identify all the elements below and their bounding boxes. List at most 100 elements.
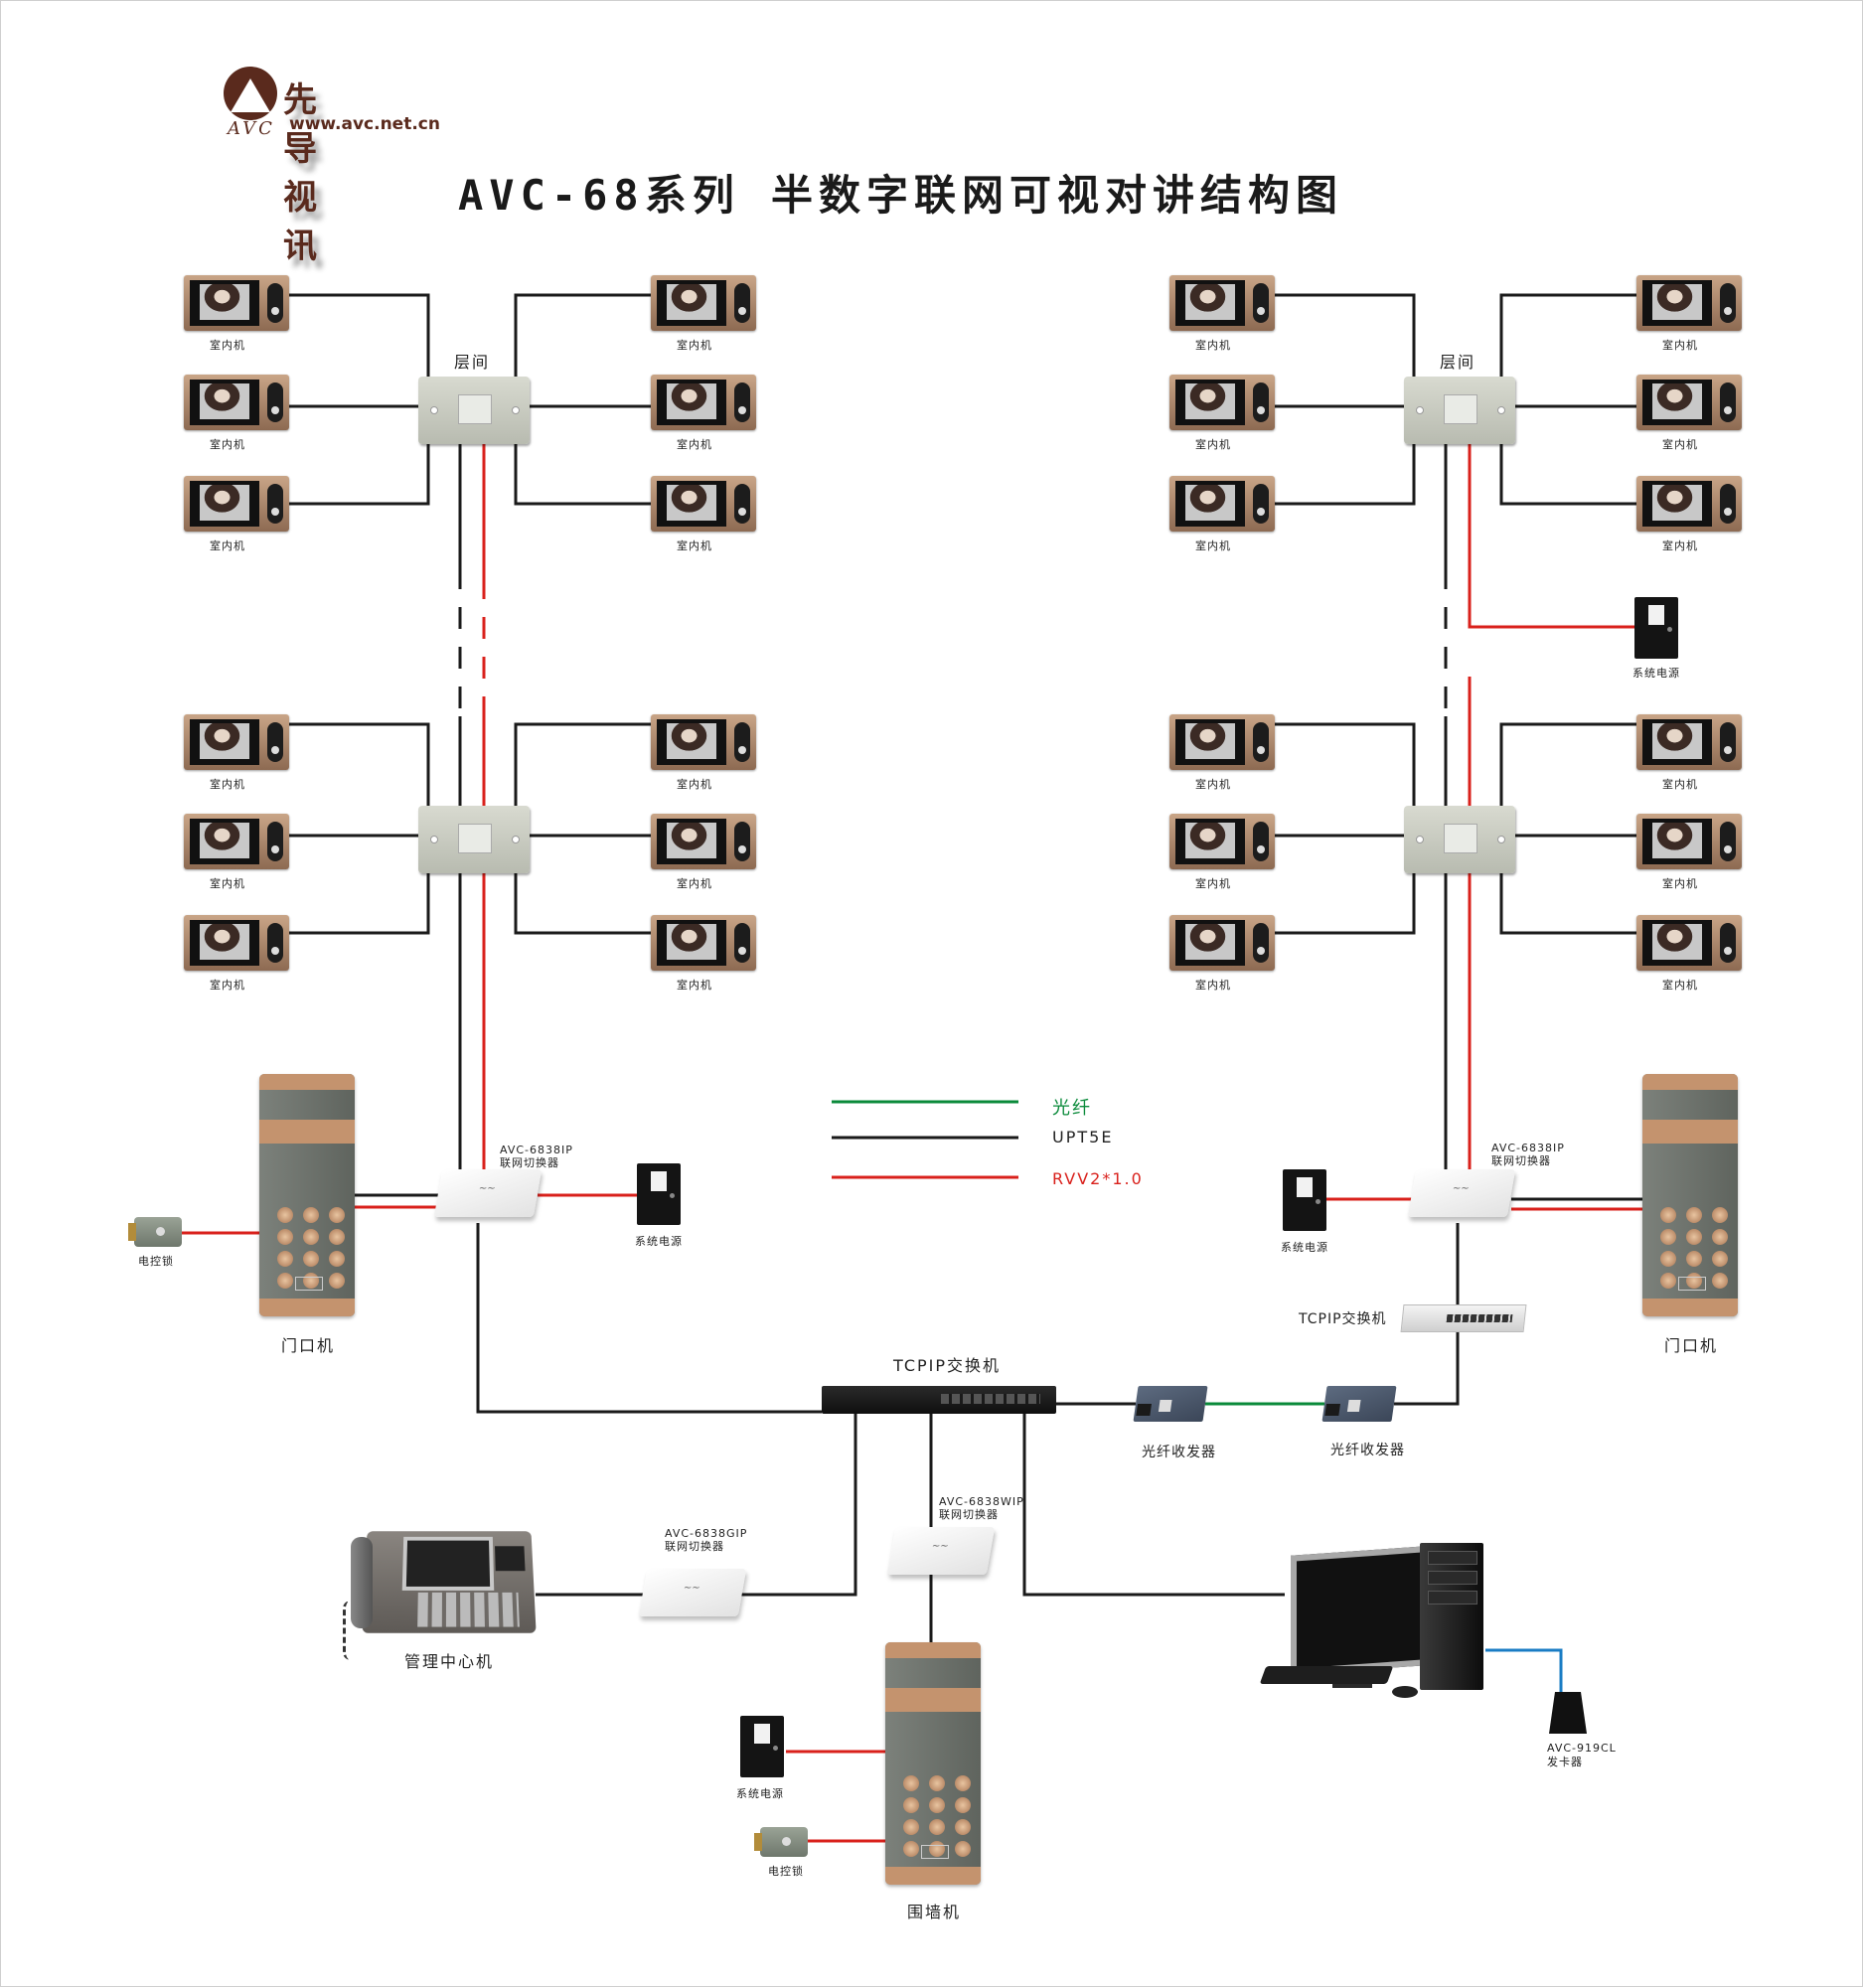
switcher-name: 联网切换器 — [665, 1540, 724, 1553]
indoor-unit — [184, 375, 289, 430]
floor-distributor — [1404, 806, 1515, 873]
floor-distributor — [418, 806, 530, 873]
switcher-label: AVC-6838WIP 联网切换器 — [939, 1495, 1024, 1521]
switcher-label: AVC-6838IP 联网切换器 — [1491, 1142, 1565, 1167]
indoor-unit-label: 室内机 — [677, 778, 712, 791]
indoor-unit — [651, 476, 756, 532]
indoor-unit — [184, 814, 289, 869]
indoor-unit — [651, 915, 756, 971]
logo-url: www.avc.net.cn — [289, 114, 440, 134]
floor-wire — [1275, 873, 1416, 935]
door-station — [1642, 1074, 1738, 1316]
switcher-model: AVC-6838IP — [1491, 1142, 1565, 1154]
floor-distributor — [418, 377, 530, 444]
door-station-label: 门口机 — [1664, 1336, 1719, 1355]
indoor-unit — [1169, 714, 1275, 770]
electric-lock-label: 电控锁 — [768, 1865, 804, 1878]
floor-wire — [1499, 293, 1640, 377]
indoor-unit-label: 室内机 — [677, 339, 712, 352]
management-center — [362, 1531, 537, 1633]
floor-wire — [514, 873, 655, 935]
indoor-unit-label: 室内机 — [1662, 979, 1698, 992]
indoor-unit — [184, 275, 289, 331]
door-station-label: 门口机 — [281, 1336, 336, 1355]
transceiver-utp — [1394, 1330, 1460, 1406]
power-supply — [1283, 1169, 1326, 1231]
indoor-unit-label: 室内机 — [677, 438, 712, 451]
indoor-unit — [651, 275, 756, 331]
network-switcher — [433, 1169, 543, 1217]
network-switcher — [638, 1569, 747, 1616]
electric-lock — [754, 1827, 808, 1857]
indoor-unit-label: 室内机 — [1195, 778, 1231, 791]
card-issuer-model: AVC-919CL — [1547, 1742, 1617, 1755]
indoor-unit — [651, 814, 756, 869]
indoor-unit-label: 室内机 — [210, 877, 245, 890]
fiber-transceiver-label: 光纤收发器 — [1142, 1445, 1216, 1460]
switcher-name: 联网切换器 — [939, 1508, 999, 1521]
usb-cable — [1485, 1648, 1563, 1692]
psu-power-wire — [1468, 444, 1634, 629]
indoor-unit-label: 室内机 — [210, 979, 245, 992]
legend-fiber-label: 光纤 — [1052, 1098, 1092, 1119]
indoor-unit-label: 室内机 — [677, 979, 712, 992]
indoor-unit-label: 室内机 — [1195, 438, 1231, 451]
indoor-unit-label: 室内机 — [210, 438, 245, 451]
indoor-unit — [1169, 476, 1275, 532]
power-supply-label: 系统电源 — [635, 1235, 683, 1248]
floor-wire — [1275, 293, 1416, 377]
switcher-name: 联网切换器 — [1491, 1154, 1551, 1167]
tcpip-switch-main — [822, 1386, 1056, 1414]
card-issuer-name: 发卡器 — [1547, 1756, 1583, 1768]
pc-keyboard — [1259, 1666, 1394, 1684]
indoor-unit — [184, 476, 289, 532]
floor-wire — [1499, 444, 1640, 506]
floor-wire — [514, 722, 655, 806]
door-station — [259, 1074, 355, 1316]
switcher-model: AVC-6838WIP — [939, 1495, 1024, 1508]
floor-wire — [1499, 873, 1640, 935]
indoor-unit-label: 室内机 — [1195, 877, 1231, 890]
switcher-model: AVC-6838GIP — [665, 1527, 748, 1540]
indoor-unit — [1636, 814, 1742, 869]
indoor-unit-label: 室内机 — [677, 877, 712, 890]
power-supply — [1634, 597, 1678, 659]
fiber-transceiver-label: 光纤收发器 — [1330, 1443, 1405, 1458]
tcpip-switch-label: TCPIP交换机 — [893, 1356, 1002, 1375]
electric-lock-label: 电控锁 — [138, 1255, 174, 1268]
legend-power-label: RVV2*1.0 — [1052, 1169, 1144, 1188]
logo-abbr: AVC — [228, 118, 275, 139]
card-issuer-label: AVC-919CL 发卡器 — [1547, 1742, 1617, 1769]
indoor-unit-label: 室内机 — [1662, 339, 1698, 352]
indoor-unit-label: 室内机 — [1662, 539, 1698, 552]
floor-wire — [289, 444, 430, 506]
indoor-unit — [1169, 275, 1275, 331]
indoor-unit-label: 室内机 — [1195, 979, 1231, 992]
tcpip-switch-small — [1400, 1304, 1527, 1332]
fence-station-label: 围墙机 — [907, 1903, 962, 1921]
indoor-unit-label: 室内机 — [1662, 877, 1698, 890]
floor-wire — [1275, 722, 1416, 806]
management-center-label: 管理中心机 — [404, 1652, 495, 1671]
floor-wire — [1499, 722, 1640, 806]
floor-distributor — [1404, 377, 1515, 444]
fiber-transceiver — [1321, 1386, 1397, 1422]
floor-distributor-label: 层间 — [1440, 353, 1476, 372]
power-supply-label: 系统电源 — [736, 1787, 784, 1800]
indoor-unit — [1169, 814, 1275, 869]
power-supply — [637, 1163, 681, 1225]
indoor-unit — [1636, 714, 1742, 770]
logo-emblem-icon — [224, 67, 277, 120]
indoor-unit — [651, 375, 756, 430]
indoor-unit-label: 室内机 — [677, 539, 712, 552]
indoor-unit-label: 室内机 — [210, 539, 245, 552]
switch-utp — [476, 1223, 822, 1414]
indoor-unit-label: 室内机 — [1662, 778, 1698, 791]
indoor-unit — [1169, 375, 1275, 430]
card-issuer — [1549, 1692, 1587, 1734]
switcher-name: 联网切换器 — [500, 1156, 559, 1169]
indoor-unit-label: 室内机 — [1195, 339, 1231, 352]
fence-station — [885, 1642, 981, 1885]
